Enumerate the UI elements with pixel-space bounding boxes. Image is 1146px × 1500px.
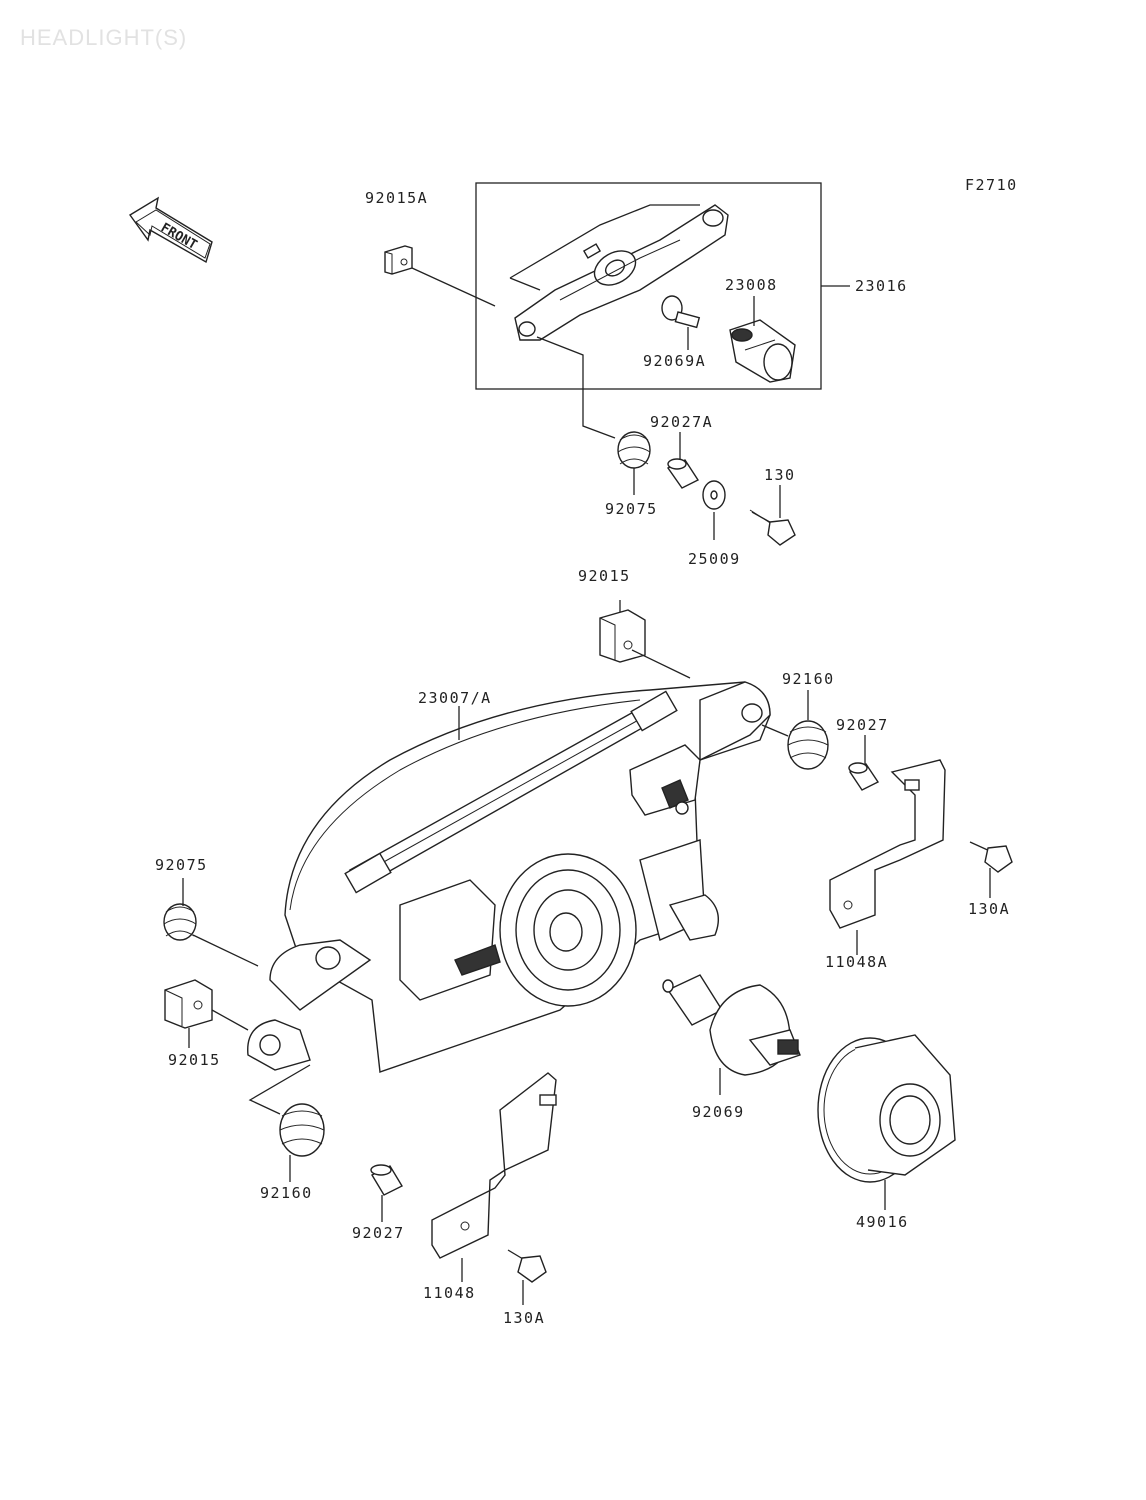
sleeve-92027-bottom xyxy=(370,1164,403,1196)
washer-25009 xyxy=(702,480,726,510)
label-23016: 23016 xyxy=(855,277,908,295)
grommet-92160-left xyxy=(279,1103,325,1157)
dust-cap-49016 xyxy=(817,1034,956,1183)
label-92027-right: 92027 xyxy=(836,716,889,734)
bolt-130A-bottom xyxy=(507,1249,547,1283)
sleeve-92027A xyxy=(666,458,700,489)
grommet-92160-right xyxy=(787,720,829,770)
position-lamp-housing xyxy=(509,204,729,341)
bulb-92069 xyxy=(662,974,801,1076)
label-92075-top: 92075 xyxy=(605,500,658,518)
label-23007A: 23007/A xyxy=(418,689,492,707)
label-92069A: 92069A xyxy=(643,352,706,370)
clip-92015A xyxy=(384,245,413,275)
bolt-130 xyxy=(749,509,796,546)
grommet-92075-top xyxy=(617,431,651,469)
bulb-92069A xyxy=(661,295,701,329)
label-92069: 92069 xyxy=(692,1103,745,1121)
label-92027-bottom: 92027 xyxy=(352,1224,405,1242)
bracket-11048A xyxy=(829,759,946,929)
watermark-title: HEADLIGHT(S) xyxy=(20,25,187,50)
bolt-130A-right xyxy=(969,841,1013,873)
label-130A-right: 130A xyxy=(968,900,1010,918)
label-92015-top: 92015 xyxy=(578,567,631,585)
label-92160-right: 92160 xyxy=(782,670,835,688)
label-11048: 11048 xyxy=(423,1284,476,1302)
label-92015-left: 92015 xyxy=(168,1051,221,1069)
clip-92015-left xyxy=(164,979,213,1029)
front-arrow-icon: FRONT xyxy=(128,196,213,264)
label-92075-left: 92075 xyxy=(155,856,208,874)
label-25009: 25009 xyxy=(688,550,741,568)
label-130A-bottom: 130A xyxy=(503,1309,545,1327)
label-49016: 49016 xyxy=(856,1213,909,1231)
grommet-92075-left xyxy=(163,903,197,941)
socket-23008 xyxy=(729,319,796,383)
label-92160-left: 92160 xyxy=(260,1184,313,1202)
label-92027A: 92027A xyxy=(650,413,713,431)
label-11048A: 11048A xyxy=(825,953,888,971)
headlight-unit-23007 xyxy=(247,681,771,1073)
figure-code: F2710 xyxy=(965,176,1018,194)
clip-92015-top xyxy=(599,609,646,663)
label-23008: 23008 xyxy=(725,276,778,294)
label-130: 130 xyxy=(764,466,796,484)
sleeve-92027-right xyxy=(848,762,880,791)
bracket-11048 xyxy=(431,1072,557,1259)
label-92015A: 92015A xyxy=(365,189,428,207)
